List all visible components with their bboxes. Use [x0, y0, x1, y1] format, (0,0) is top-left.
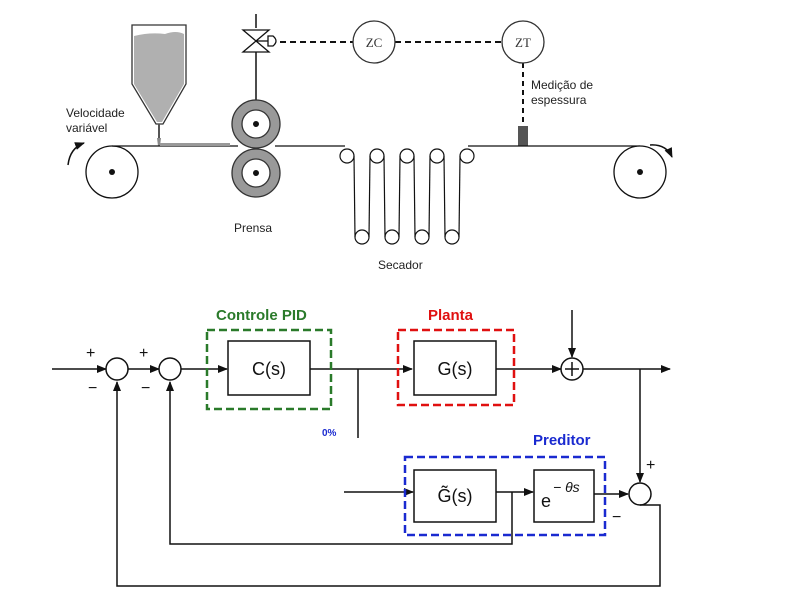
sum-junction-1	[105, 357, 129, 381]
prediction-sum	[628, 482, 652, 506]
rotation-arrow-right	[649, 144, 673, 158]
block-diagram	[52, 310, 671, 587]
press-roller-top	[231, 99, 281, 149]
model-block-label: G̃(s)	[438, 485, 473, 506]
speed-label-line2: variável	[66, 121, 107, 135]
delay-block	[533, 469, 595, 523]
control-valve	[241, 14, 277, 124]
sum2-minus: −	[141, 380, 150, 397]
sum2-plus: +	[139, 345, 148, 362]
zt-label: ZT	[515, 35, 531, 50]
sum1-plus: +	[86, 345, 95, 362]
delay-block-exponent: − θs	[553, 479, 580, 495]
plant-block-label: G(s)	[438, 359, 473, 379]
dryer	[339, 148, 475, 245]
model-block	[413, 469, 497, 523]
unwind-roller	[85, 145, 139, 199]
process-schematic: ZC ZT Medição de espessura Velocidade va…	[66, 14, 673, 272]
sum-junction-2	[158, 357, 182, 381]
plant-group-title: Planta	[428, 307, 474, 324]
measurement-label-line2: espessura	[531, 93, 587, 107]
press-roller-bottom	[231, 148, 281, 198]
predictor-group-title: Preditor	[533, 432, 591, 449]
sum-pred-plus: +	[646, 457, 655, 474]
press-label: Prensa	[234, 221, 272, 235]
controller-block-label: C(s)	[252, 359, 286, 379]
stray-percent-label: 0%	[322, 428, 337, 439]
thickness-sensor	[518, 126, 528, 146]
sum1-minus: −	[88, 380, 97, 397]
sum-pred-minus: −	[612, 509, 621, 526]
predictor-group-box	[403, 455, 607, 537]
zt-transmitter: ZT	[501, 20, 545, 64]
controller-block	[227, 340, 311, 396]
rotation-arrow-left	[67, 142, 85, 166]
pid-group-title: Controle PID	[216, 307, 307, 324]
delay-block-base: e	[541, 491, 551, 511]
dryer-label: Secador	[378, 258, 423, 272]
rewind-roller	[613, 145, 667, 199]
zc-controller: ZC	[352, 20, 396, 64]
pid-group-box	[205, 328, 333, 411]
measurement-label-line1: Medição de	[531, 78, 593, 92]
hopper	[131, 24, 187, 146]
speed-label-line1: Velocidade	[66, 106, 125, 120]
zc-label: ZC	[366, 35, 383, 50]
plant-block	[413, 340, 497, 396]
